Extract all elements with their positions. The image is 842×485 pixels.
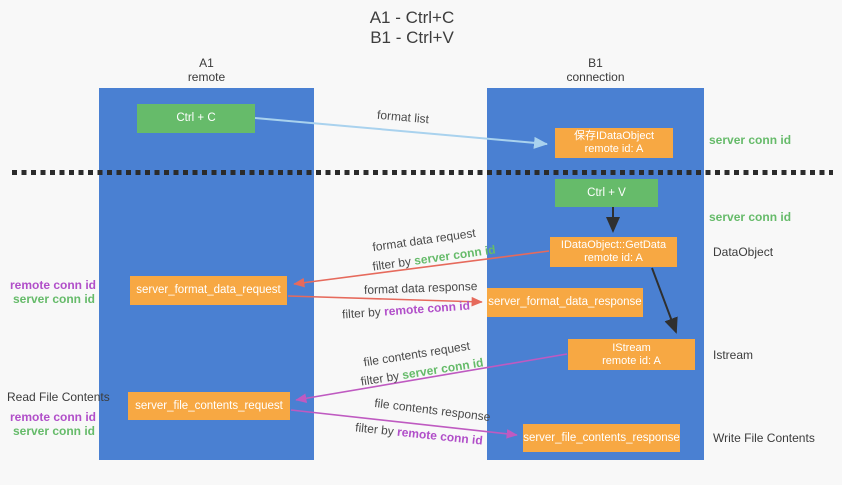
filter-by-3-text: filter by <box>359 368 404 389</box>
format-response-box: server_format_data_response <box>487 288 643 317</box>
file-contents-response-label: file contents response <box>373 395 492 425</box>
istream-side-label: Istream <box>713 348 754 362</box>
filter-by-2-text: filter by <box>341 304 385 322</box>
format-data-response-label: format data response <box>363 279 478 297</box>
filter-by-remote-conn-id-2-label: filter by remote conn id <box>342 299 471 322</box>
save-dataobject-line2: remote id: A <box>584 143 644 155</box>
format-request-box: server_format_data_request <box>130 276 287 305</box>
file-request-label: server_file_contents_request <box>135 399 283 412</box>
file-response-box: server_file_contents_response <box>523 424 680 452</box>
remote-conn-id-left1-label: remote conn id <box>10 278 97 292</box>
column-header-b1: B1 connection <box>487 56 704 84</box>
title-line-1: A1 - Ctrl+C <box>369 8 455 27</box>
read-file-contents-label: Read File Contents <box>7 390 110 404</box>
write-file-contents-label: Write File Contents <box>713 431 815 445</box>
istream-box: IStream remote id: A <box>568 339 695 370</box>
filter-by-4-text: filter by <box>354 420 398 439</box>
getdata-box: IDataObject::GetData remote id: A <box>550 237 677 267</box>
ctrl-c-box: Ctrl + C <box>137 104 255 133</box>
title-line-2: B1 - Ctrl+V <box>370 28 454 47</box>
dataobject-label: DataObject <box>713 245 774 259</box>
remote-conn-id-2-text: remote conn id <box>383 298 471 319</box>
ctrl-v-label: Ctrl + V <box>587 186 626 199</box>
server-conn-id-mid-label: server conn id <box>709 210 792 224</box>
column-b1-subtitle: connection <box>566 70 625 84</box>
server-conn-id-left1-label: server conn id <box>12 292 95 306</box>
format-response-label: server_format_data_response <box>488 296 642 308</box>
server-conn-id-left2-label: server conn id <box>12 424 95 438</box>
remote-conn-id-left2-label: remote conn id <box>10 410 97 424</box>
column-header-a1: A1 remote <box>99 56 314 84</box>
ctrl-c-label: Ctrl + C <box>176 112 216 124</box>
column-a1-name: A1 <box>199 56 214 70</box>
save-dataobject-line1: 保存IDataObject <box>573 130 655 142</box>
column-b1-name: B1 <box>588 56 603 70</box>
remote-conn-id-4-text: remote conn id <box>396 424 484 448</box>
server-conn-id-top-label: server conn id <box>709 133 792 147</box>
file-request-box: server_file_contents_request <box>128 392 290 420</box>
istream-line2: remote id: A <box>602 354 661 367</box>
save-dataobject-box: 保存IDataObject remote id: A <box>555 128 673 158</box>
filter-by-remote-conn-id-4-label: filter by remote conn id <box>355 420 484 447</box>
diagram-title: A1 - Ctrl+C B1 - Ctrl+V <box>312 8 512 48</box>
column-a1-subtitle: remote <box>187 70 226 84</box>
istream-line1: IStream <box>612 341 651 354</box>
getdata-line1: IDataObject::GetData <box>560 239 667 251</box>
format-list-label: format list <box>376 107 430 127</box>
format-request-label: server_format_data_request <box>136 284 281 296</box>
filter-by-1-text: filter by <box>371 253 416 274</box>
file-response-label: server_file_contents_response <box>523 431 680 444</box>
ctrl-v-box: Ctrl + V <box>555 179 658 207</box>
getdata-line2: remote id: A <box>584 252 643 264</box>
